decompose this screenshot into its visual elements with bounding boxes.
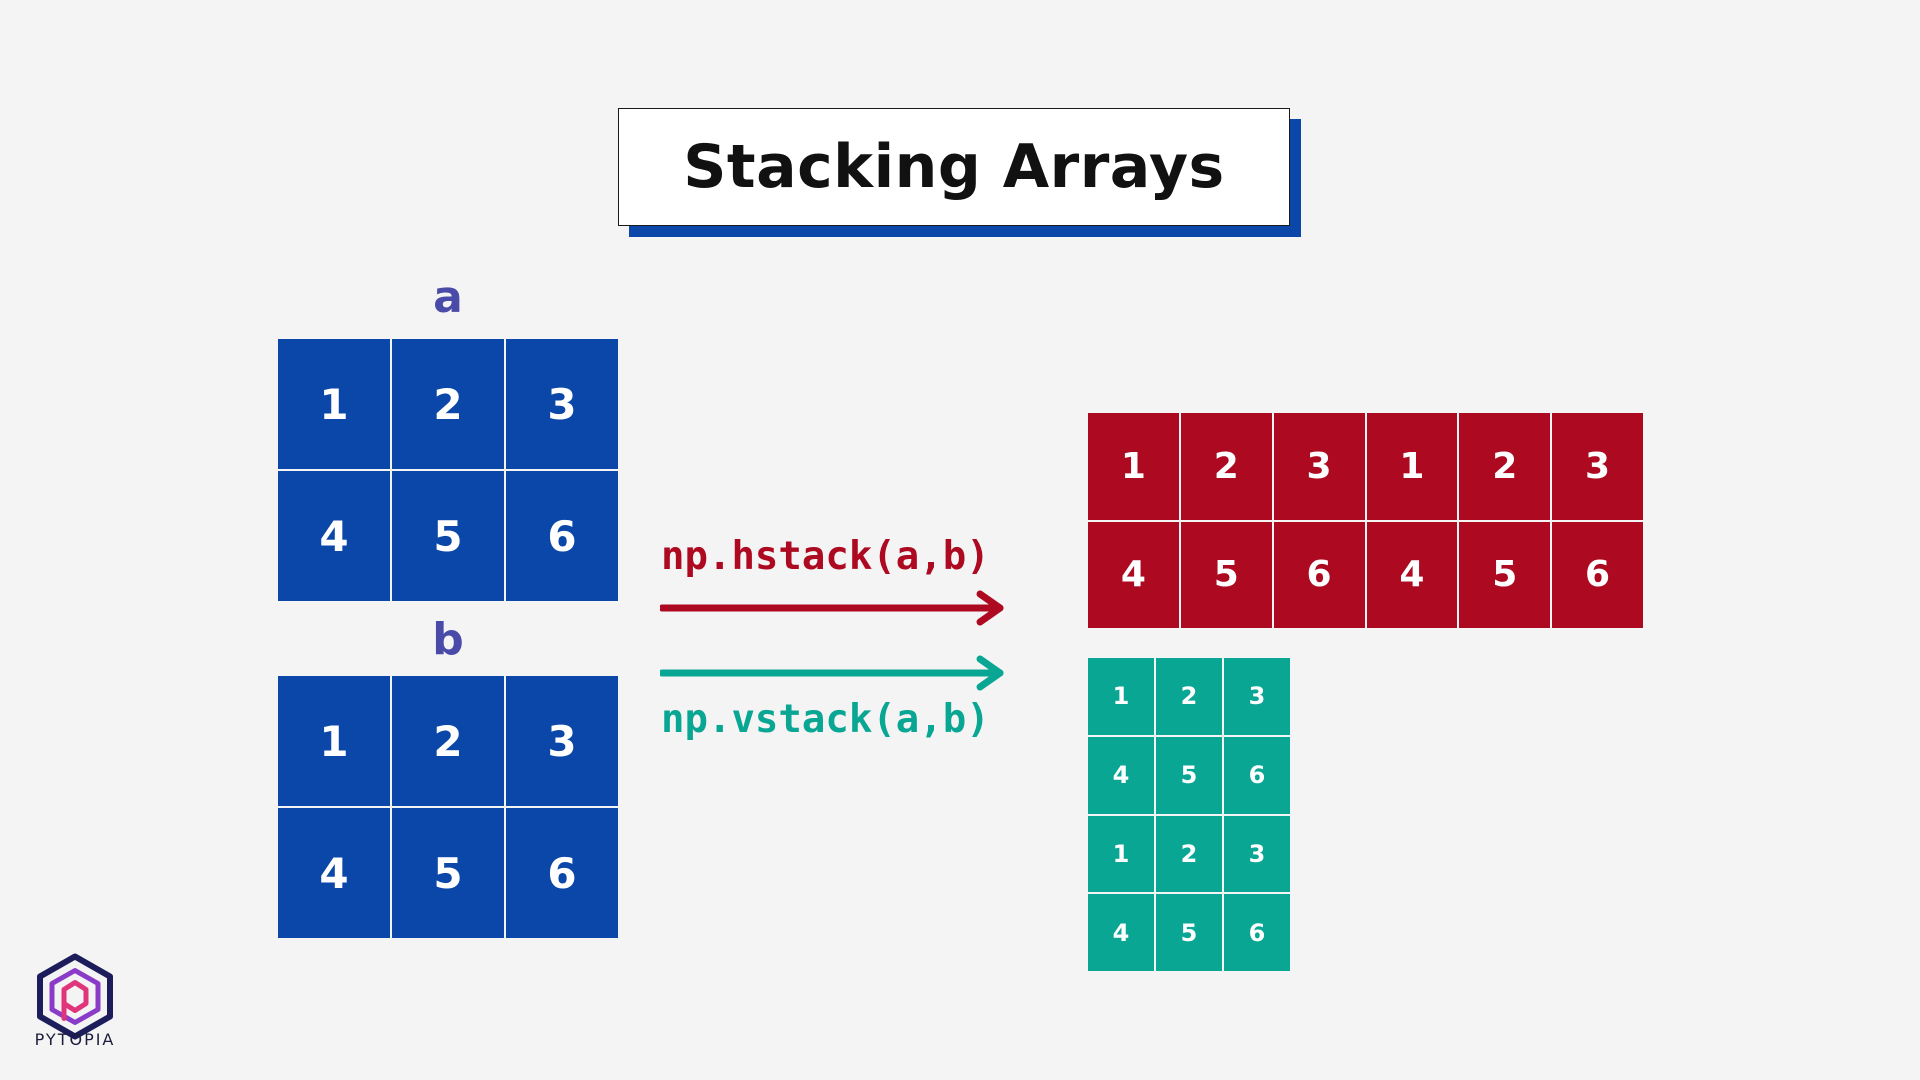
hstack-cell: 4 (1088, 521, 1179, 628)
array-a-cell: 5 (392, 471, 504, 601)
vstack-cell: 6 (1224, 894, 1290, 971)
vstack-cell: 2 (1156, 815, 1222, 893)
pytopia-logo-text: PYTOPIA (34, 1030, 116, 1049)
page-title: Stacking Arrays (618, 108, 1290, 226)
array-a-cell: 2 (392, 339, 504, 469)
hstack-cell: 1 (1366, 413, 1458, 520)
vstack-cell: 4 (1088, 894, 1154, 971)
array-a-grid: 1 2 3 4 5 6 (278, 339, 618, 601)
array-a-cell: 3 (506, 339, 618, 469)
array-b-grid: 1 2 3 4 5 6 (278, 676, 618, 938)
pytopia-logo-icon (37, 953, 113, 1040)
vstack-cell: 3 (1224, 815, 1290, 893)
hstack-cell: 4 (1366, 521, 1458, 628)
array-a-cell: 1 (278, 339, 390, 469)
title-card: Stacking Arrays (618, 108, 1301, 237)
array-b-cell: 3 (506, 676, 618, 806)
array-b-label: b (432, 614, 464, 665)
array-a-cell: 4 (278, 471, 390, 601)
vstack-cell: 6 (1224, 736, 1290, 814)
hstack-code-label: np.hstack(a,b) (661, 534, 990, 579)
array-b-cell: 5 (392, 808, 504, 938)
vstack-cell: 4 (1088, 736, 1154, 814)
hstack-arrow-icon (660, 590, 1004, 626)
hstack-cell: 5 (1180, 521, 1272, 628)
hstack-cell: 2 (1180, 413, 1272, 520)
array-b-cell: 2 (392, 676, 504, 806)
vstack-code-label: np.vstack(a,b) (661, 697, 990, 742)
vstack-cell: 1 (1088, 658, 1154, 735)
vstack-arrow-icon (660, 655, 1004, 691)
hstack-result-grid: 1 2 3 1 2 3 4 5 6 4 5 6 (1088, 413, 1643, 628)
vstack-cell: 3 (1224, 658, 1290, 735)
vstack-cell: 5 (1156, 736, 1222, 814)
hstack-cell: 3 (1552, 413, 1643, 520)
array-a-cell: 6 (506, 471, 618, 601)
hstack-cell: 6 (1273, 521, 1365, 628)
hstack-cell: 5 (1459, 521, 1551, 628)
hstack-cell: 6 (1552, 521, 1643, 628)
array-b-cell: 4 (278, 808, 390, 938)
vstack-cell: 5 (1156, 894, 1222, 971)
vstack-result-grid: 1 2 3 4 5 6 1 2 3 4 5 6 (1088, 658, 1290, 971)
hstack-cell: 1 (1088, 413, 1179, 520)
array-b-cell: 6 (506, 808, 618, 938)
hstack-cell: 2 (1459, 413, 1551, 520)
hstack-cell: 3 (1273, 413, 1365, 520)
array-b-cell: 1 (278, 676, 390, 806)
vstack-cell: 1 (1088, 815, 1154, 893)
array-a-label: a (433, 272, 463, 323)
vstack-cell: 2 (1156, 658, 1222, 735)
